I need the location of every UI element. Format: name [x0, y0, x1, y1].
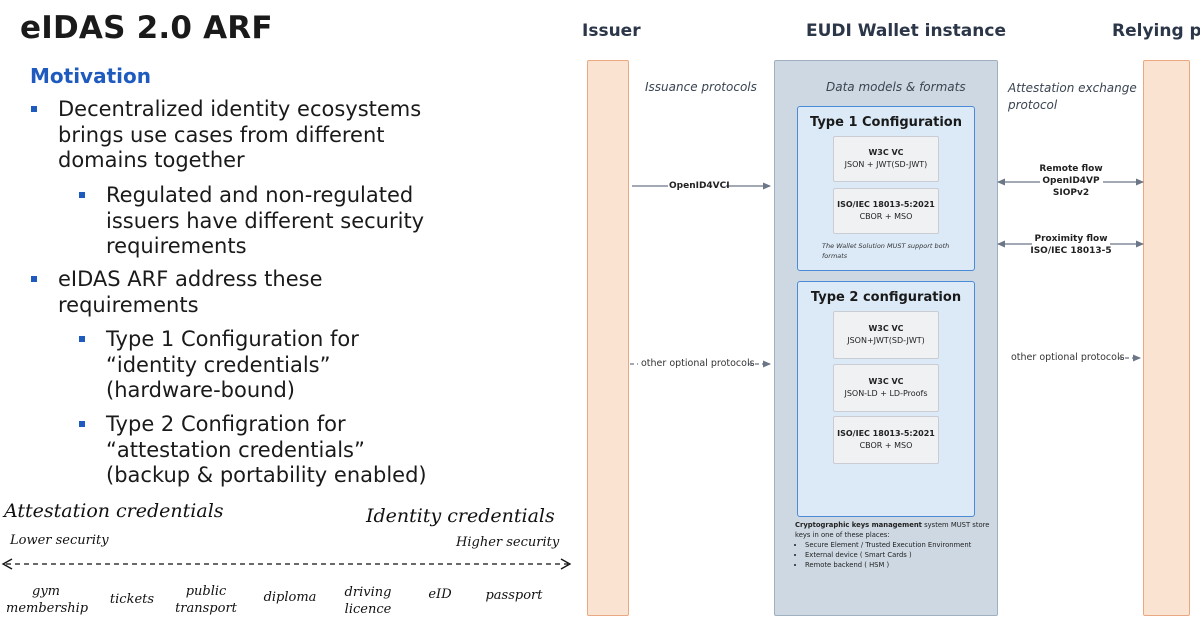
- key-place-item: External device ( Smart Cards ): [805, 550, 995, 560]
- key-place-item: Secure Element / Trusted Execution Envir…: [805, 540, 995, 550]
- keys-note-bold: Cryptographic keys management: [795, 521, 922, 529]
- key-place-item: Remote backend ( HSM ): [805, 560, 995, 570]
- issuer-lane: [587, 60, 629, 616]
- bullet-marker: [31, 106, 37, 112]
- sub-bullet-type1: Type 1 Configuration for “identity crede…: [106, 327, 359, 402]
- security-spectrum-arrow: [1, 558, 572, 570]
- other-protocols-right-label: other optional protocols: [1011, 352, 1125, 363]
- data-models-label: Data models & formats: [826, 80, 966, 94]
- remote-flow-label: Remote flow OpenID4VP SIOPv2: [1030, 163, 1112, 199]
- issuance-protocols-label: Issuance protocols: [645, 80, 757, 94]
- category-diploma: diploma: [263, 590, 317, 605]
- format-name: W3C VC: [868, 148, 904, 157]
- sub-bullet-marker: [79, 421, 85, 427]
- other-protocols-left-label: other optional protocols: [641, 358, 755, 369]
- sub-bullet-marker: [79, 192, 85, 198]
- format-detail: JSON-LD + LD-Proofs: [844, 389, 928, 398]
- proximity-flow-label: Proximity flow ISO/IEC 18013-5: [1026, 233, 1116, 257]
- openid4vci-label: OpenID4VCI: [669, 181, 730, 191]
- relying-party-heading: Relying par: [1112, 21, 1200, 41]
- attestation-credentials-label: Attestation credentials: [4, 500, 224, 522]
- category-eid: eID: [428, 587, 452, 602]
- proximity-flow-line: Proximity flow: [1034, 234, 1108, 244]
- remote-flow-line: Remote flow: [1039, 164, 1103, 174]
- relying-party-lane: [1143, 60, 1190, 616]
- proximity-flow-line: ISO/IEC 18013-5: [1030, 246, 1112, 256]
- remote-flow-line: SIOPv2: [1052, 188, 1090, 198]
- bullet-eidas-arf: eIDAS ARF address these requirements: [58, 267, 323, 317]
- type2-title: Type 2 configuration: [810, 290, 962, 305]
- category-tickets: tickets: [109, 592, 155, 607]
- wallet-heading: EUDI Wallet instance: [806, 21, 1006, 41]
- keys-note-text: system MUST store keys in one of these p…: [795, 521, 990, 539]
- format-name: W3C VC: [868, 324, 904, 333]
- type2-format-w3c-ld: W3C VC JSON-LD + LD-Proofs: [833, 364, 939, 412]
- sub-bullet-type2: Type 2 Configration for “attestation cre…: [106, 412, 427, 487]
- slide-title: eIDAS 2.0 ARF: [20, 10, 273, 46]
- format-detail: JSON+JWT(SD-JWT): [847, 336, 925, 345]
- sub-bullet-marker: [79, 336, 85, 342]
- sub-bullet-regulated: Regulated and non-regulated issuers have…: [106, 183, 425, 258]
- category-public-transport: public transport: [175, 584, 237, 616]
- remote-flow-line: OpenID4VP: [1042, 176, 1100, 186]
- format-name: ISO/IEC 18013-5:2021: [837, 429, 935, 438]
- higher-security-label: Higher security: [456, 535, 560, 550]
- format-detail: CBOR + MSO: [859, 212, 913, 221]
- format-name: ISO/IEC 18013-5:2021: [837, 200, 935, 209]
- type2-format-w3c-jwt: W3C VC JSON+JWT(SD-JWT): [833, 311, 939, 359]
- format-detail: JSON + JWT(SD-JWT): [844, 160, 928, 169]
- lower-security-label: Lower security: [10, 533, 109, 548]
- motivation-heading: Motivation: [30, 64, 151, 88]
- bullet-decentralized: Decentralized identity ecosystems brings…: [58, 97, 422, 172]
- category-driving-licence: driving licence: [344, 585, 392, 617]
- category-passport: passport: [485, 588, 543, 603]
- attestation-exchange-label: Attestation exchange protocol: [1008, 81, 1137, 112]
- format-detail: CBOR + MSO: [859, 441, 913, 450]
- category-gym-membership: gym membership: [6, 584, 89, 616]
- format-name: W3C VC: [868, 377, 904, 386]
- keys-management-note: Cryptographic keys management system MUS…: [795, 520, 995, 570]
- issuer-heading: Issuer: [582, 21, 641, 41]
- type1-title: Type 1 Configuration: [810, 115, 962, 130]
- bullet-marker: [31, 276, 37, 282]
- type1-note: The Wallet Solution MUST support both fo…: [822, 242, 950, 260]
- type1-format-w3c: W3C VC JSON + JWT(SD-JWT): [833, 136, 939, 182]
- identity-credentials-label: Identity credentials: [366, 505, 555, 527]
